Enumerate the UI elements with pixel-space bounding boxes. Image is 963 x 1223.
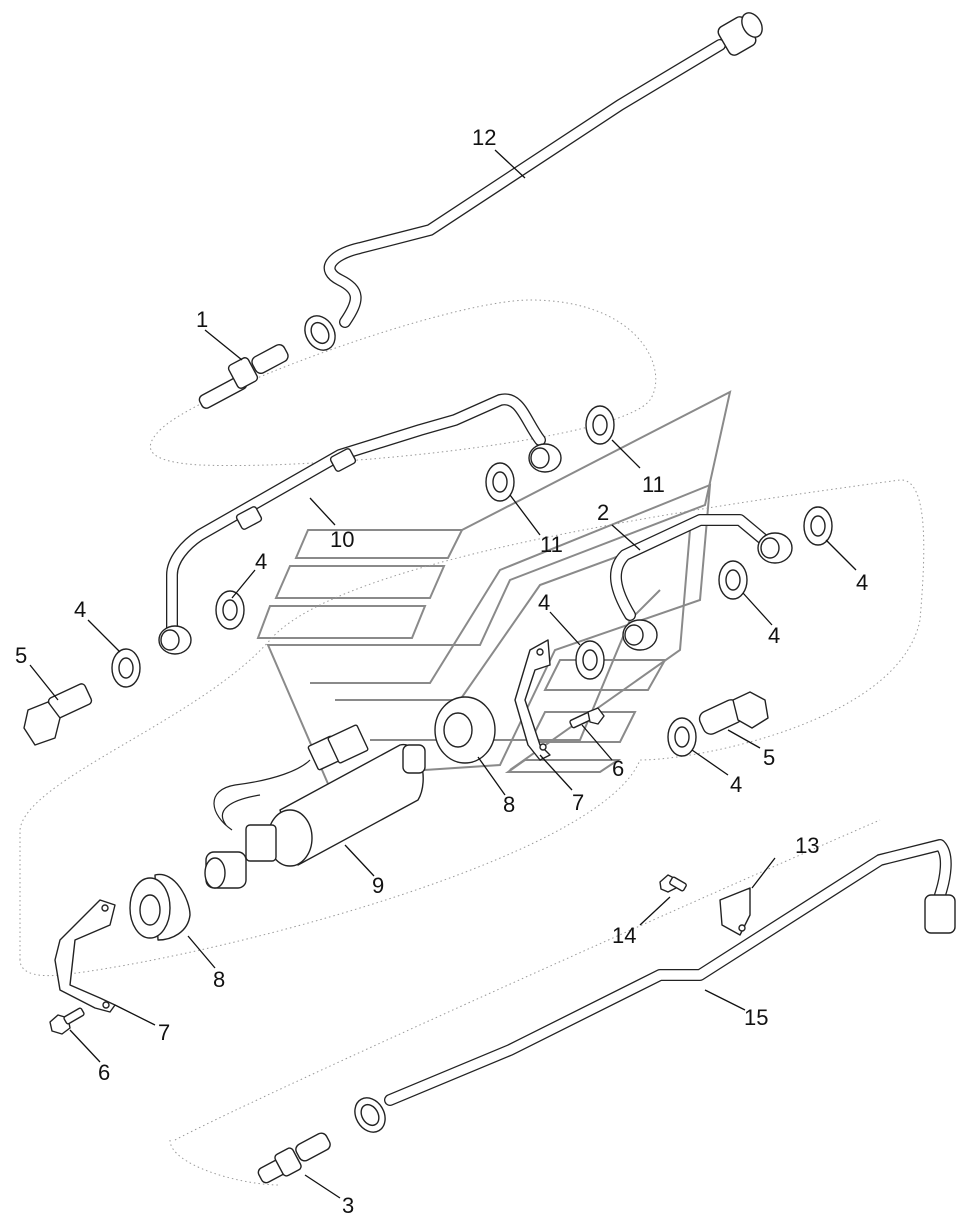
callout-6: 6 [612,756,624,781]
callout-labels: 1 2 3 4 4 4 4 4 4 5 5 6 6 7 7 8 8 9 10 1… [15,125,868,1218]
bracket-7-lower[interactable] [54,899,116,1013]
callout-4: 4 [538,590,550,615]
screw-6-upper[interactable] [569,707,605,729]
screw-14[interactable] [659,874,687,893]
fuel-line-2[interactable] [609,514,793,651]
callout-12: 12 [472,125,496,150]
callout-1: 1 [196,307,208,332]
fitting-1[interactable] [198,343,290,410]
callout-4: 4 [730,772,742,797]
clip-13[interactable] [719,887,751,936]
callout-15: 15 [744,1005,768,1030]
callout-4: 4 [255,549,267,574]
fitting-3[interactable] [257,1131,333,1184]
callout-9: 9 [372,873,384,898]
screw-6-lower[interactable] [49,1007,85,1035]
grommet-8-lower[interactable] [129,873,191,941]
callout-7: 7 [158,1020,170,1045]
washer-11[interactable] [485,462,515,502]
washer-4[interactable] [803,506,833,546]
callout-5: 5 [763,745,775,770]
banjo-bolt-5-right[interactable] [697,691,769,737]
washers [111,405,833,757]
callout-3: 3 [342,1193,354,1218]
fuel-pump-9[interactable] [204,724,426,889]
callout-8: 8 [213,967,225,992]
washer-4[interactable] [667,717,697,757]
callout-5: 5 [15,643,27,668]
callout-10: 10 [330,527,354,552]
callout-7: 7 [572,790,584,815]
callout-11: 11 [642,472,665,497]
callout-8: 8 [503,792,515,817]
washer-4[interactable] [111,648,141,688]
callout-4: 4 [768,623,780,648]
callout-13: 13 [795,833,819,858]
washer-4[interactable] [215,590,245,630]
callout-6: 6 [98,1060,110,1085]
washer-4[interactable] [575,640,605,680]
callout-4: 4 [856,570,868,595]
washer-11[interactable] [585,405,615,445]
bracket-7-upper[interactable] [514,639,551,761]
fuel-line-10[interactable] [158,393,562,655]
callout-11: 11 [540,532,563,557]
grommet-8-upper[interactable] [434,696,496,764]
fuel-line-15[interactable] [349,839,956,1138]
washer-4[interactable] [718,560,748,600]
assembly-outline-bottom [169,819,881,1186]
callout-4: 4 [74,597,86,622]
callout-2: 2 [597,500,609,525]
callout-14: 14 [612,923,636,948]
banjo-bolt-5-left[interactable] [23,683,93,746]
leader-lines [29,149,857,1199]
assembly-outline-top [149,299,657,467]
fuel-line-12[interactable] [299,9,766,355]
